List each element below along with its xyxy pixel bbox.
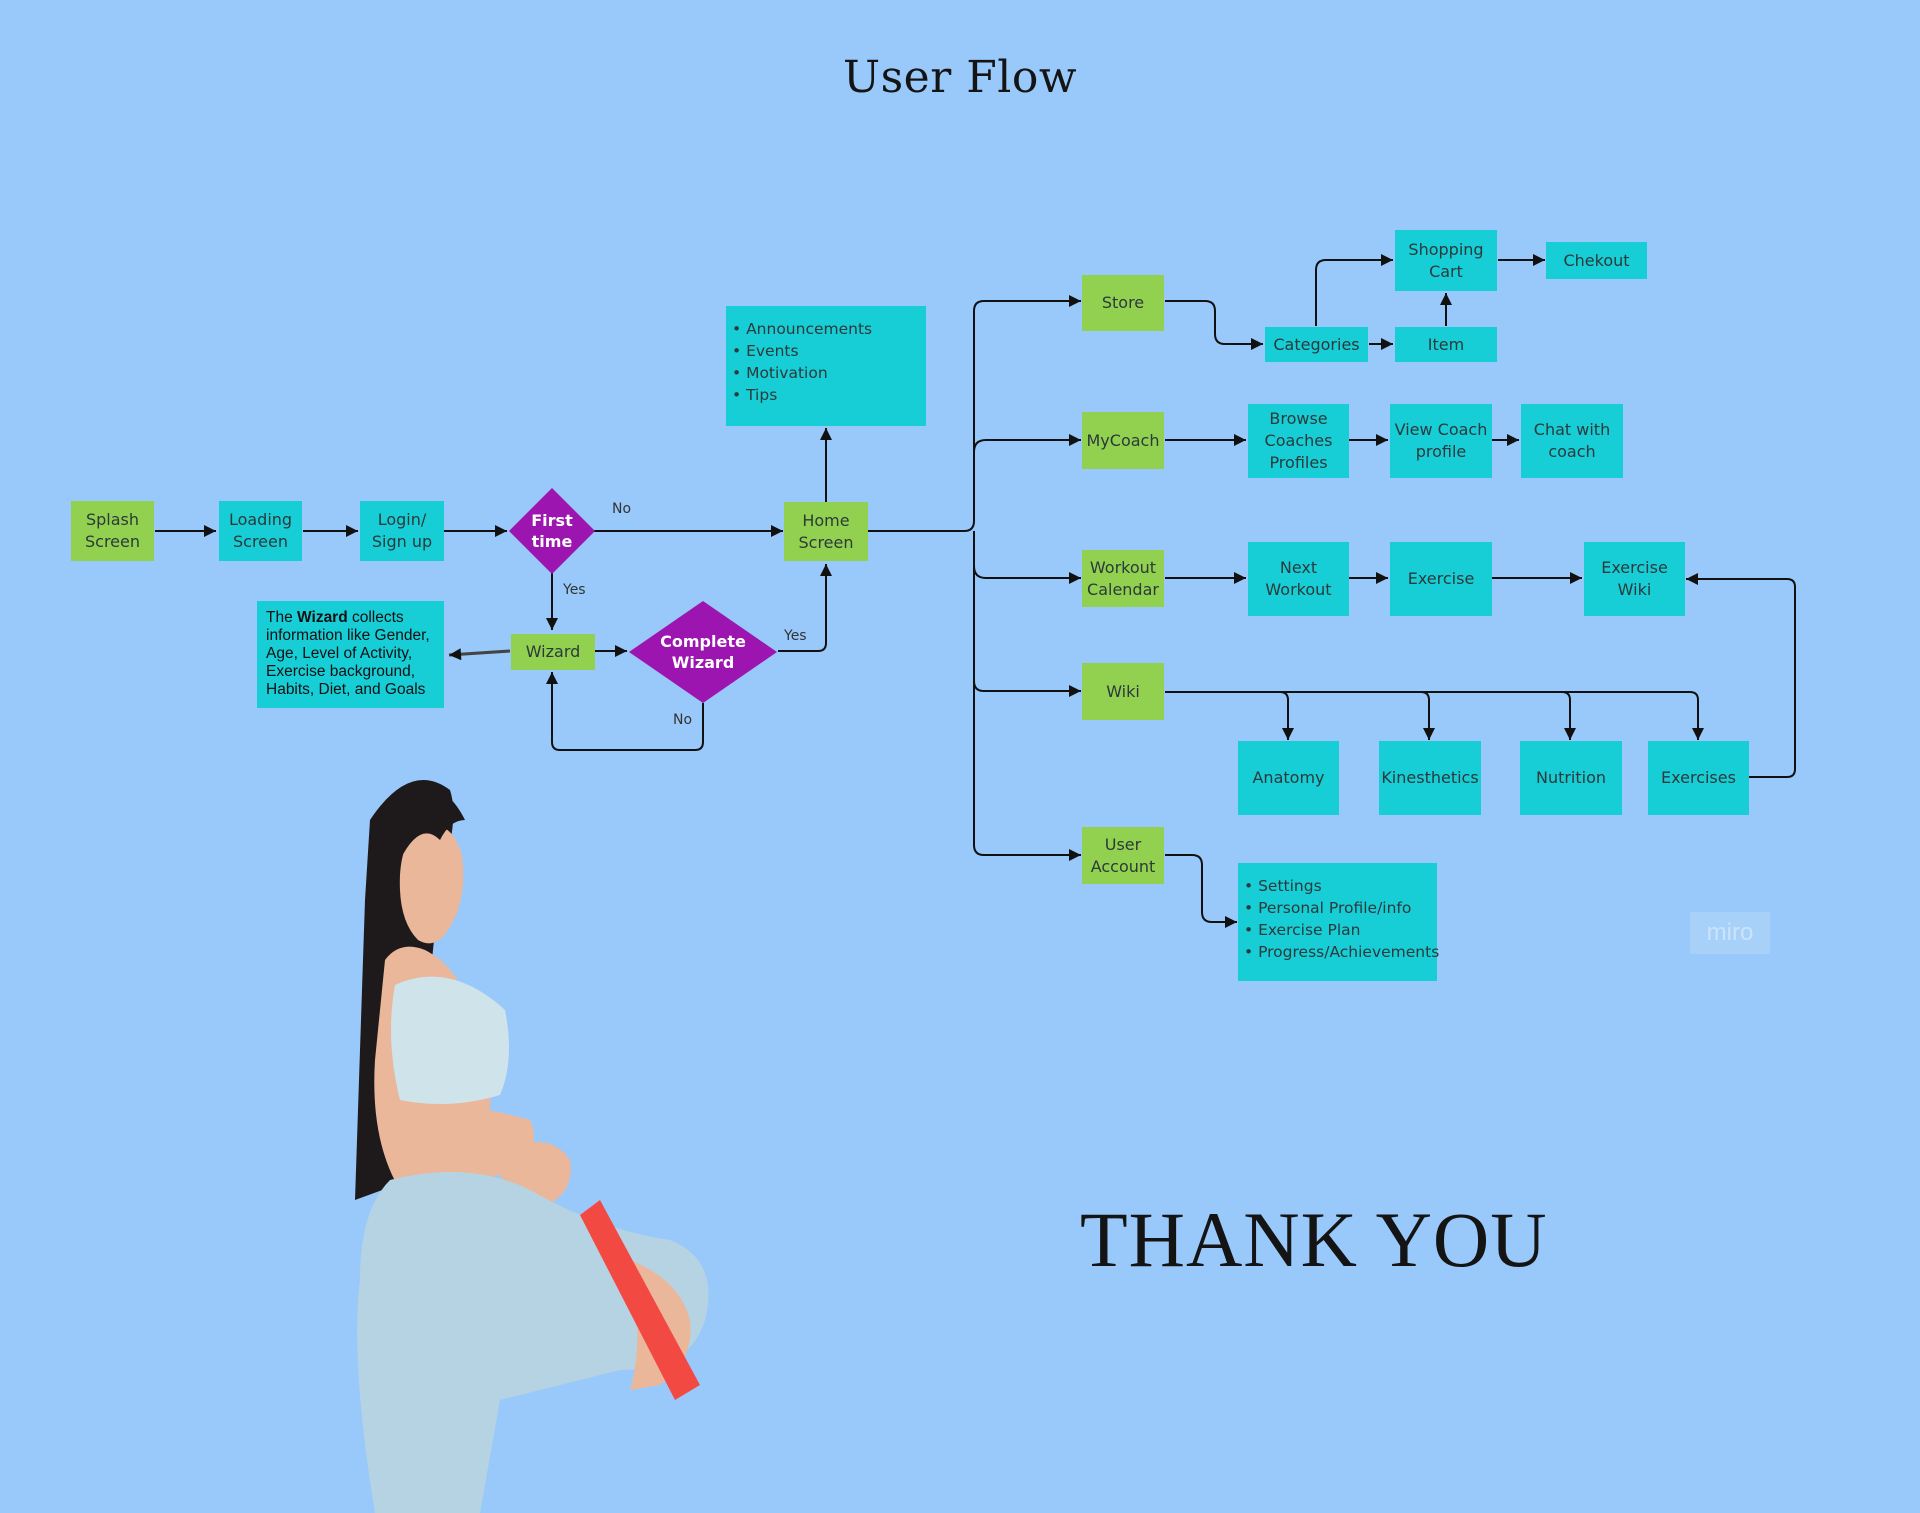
edge-wizard-note bbox=[449, 651, 510, 655]
node-mycoach: MyCoach bbox=[1082, 412, 1164, 469]
edge-label-no: No bbox=[612, 501, 631, 517]
decision-complete-wizard: Complete Wizard bbox=[629, 601, 777, 703]
node-splash-screen: Splash Screen bbox=[71, 501, 154, 561]
home-content-box: • Announcements • Events • Motivation • … bbox=[726, 306, 926, 426]
node-exercise: Exercise bbox=[1390, 542, 1492, 616]
decision-label: Complete Wizard bbox=[629, 601, 777, 703]
node-nutrition: Nutrition bbox=[1520, 741, 1622, 815]
node-item: Item bbox=[1395, 327, 1497, 362]
node-loading-screen: Loading Screen bbox=[219, 501, 302, 561]
edge-store-categories bbox=[1165, 301, 1263, 344]
edge-wiki-kinesthetics bbox=[1280, 692, 1429, 740]
account-content-item: • Exercise Plan bbox=[1244, 919, 1437, 941]
node-browse-coaches: Browse Coaches Profiles bbox=[1248, 404, 1349, 478]
node-anatomy: Anatomy bbox=[1238, 741, 1339, 815]
home-content-item: • Announcements bbox=[732, 318, 926, 340]
account-content-box: • Settings • Personal Profile/info • Exe… bbox=[1238, 863, 1437, 981]
account-content-item: • Progress/Achievements bbox=[1244, 941, 1437, 963]
edge-wiki-exercises bbox=[1562, 692, 1698, 740]
edge-branch-account bbox=[974, 681, 1081, 855]
wizard-note-prefix: The bbox=[266, 609, 297, 626]
node-wiki: Wiki bbox=[1082, 663, 1164, 720]
edge-account-settings bbox=[1165, 855, 1237, 922]
node-user-account: User Account bbox=[1082, 827, 1164, 884]
edge-branch-workout bbox=[974, 566, 1081, 578]
edge-categories-cart bbox=[1316, 260, 1393, 326]
thank-you-text: THANK YOU bbox=[1080, 1195, 1548, 1285]
node-chat-with-coach: Chat with coach bbox=[1521, 404, 1623, 478]
edge-branch-mycoach bbox=[974, 440, 1081, 452]
edge-wiki-anatomy bbox=[1165, 692, 1288, 740]
account-content-item: • Settings bbox=[1244, 875, 1437, 897]
wizard-note-bold: Wizard bbox=[297, 609, 348, 626]
home-content-item: • Motivation bbox=[732, 362, 926, 384]
edge-label-yes: Yes bbox=[784, 628, 807, 644]
node-kinesthetics: Kinesthetics bbox=[1379, 741, 1481, 815]
node-exercises: Exercises bbox=[1648, 741, 1749, 815]
miro-watermark: miro bbox=[1690, 912, 1770, 954]
edge-wiki-nutrition bbox=[1421, 692, 1570, 740]
node-shopping-cart: Shopping Cart bbox=[1395, 230, 1497, 291]
home-content-item: • Events bbox=[732, 340, 926, 362]
node-wizard: Wizard bbox=[511, 634, 595, 670]
account-content-item: • Personal Profile/info bbox=[1244, 897, 1437, 919]
node-next-workout: Next Workout bbox=[1248, 542, 1349, 616]
node-workout-calendar: Workout Calendar bbox=[1082, 550, 1164, 607]
decision-label: First time bbox=[509, 488, 595, 574]
node-login-signup: Login/ Sign up bbox=[360, 501, 444, 561]
node-home-screen: Home Screen bbox=[784, 502, 868, 561]
node-categories: Categories bbox=[1265, 327, 1368, 362]
node-checkout: Chekout bbox=[1546, 242, 1647, 279]
home-content-item: • Tips bbox=[732, 384, 926, 406]
decision-first-time: First time bbox=[509, 488, 595, 574]
fitness-model-illustration bbox=[300, 760, 780, 1513]
edge-label-no: No bbox=[673, 712, 692, 728]
node-view-coach-profile: View Coach profile bbox=[1390, 404, 1492, 478]
node-exercise-wiki: Exercise Wiki bbox=[1584, 542, 1685, 616]
node-store: Store bbox=[1082, 275, 1164, 331]
edge-branch-wiki bbox=[974, 531, 1081, 691]
wizard-note: The Wizard collects information like Gen… bbox=[257, 601, 444, 708]
edge-label-yes: Yes bbox=[563, 582, 586, 598]
